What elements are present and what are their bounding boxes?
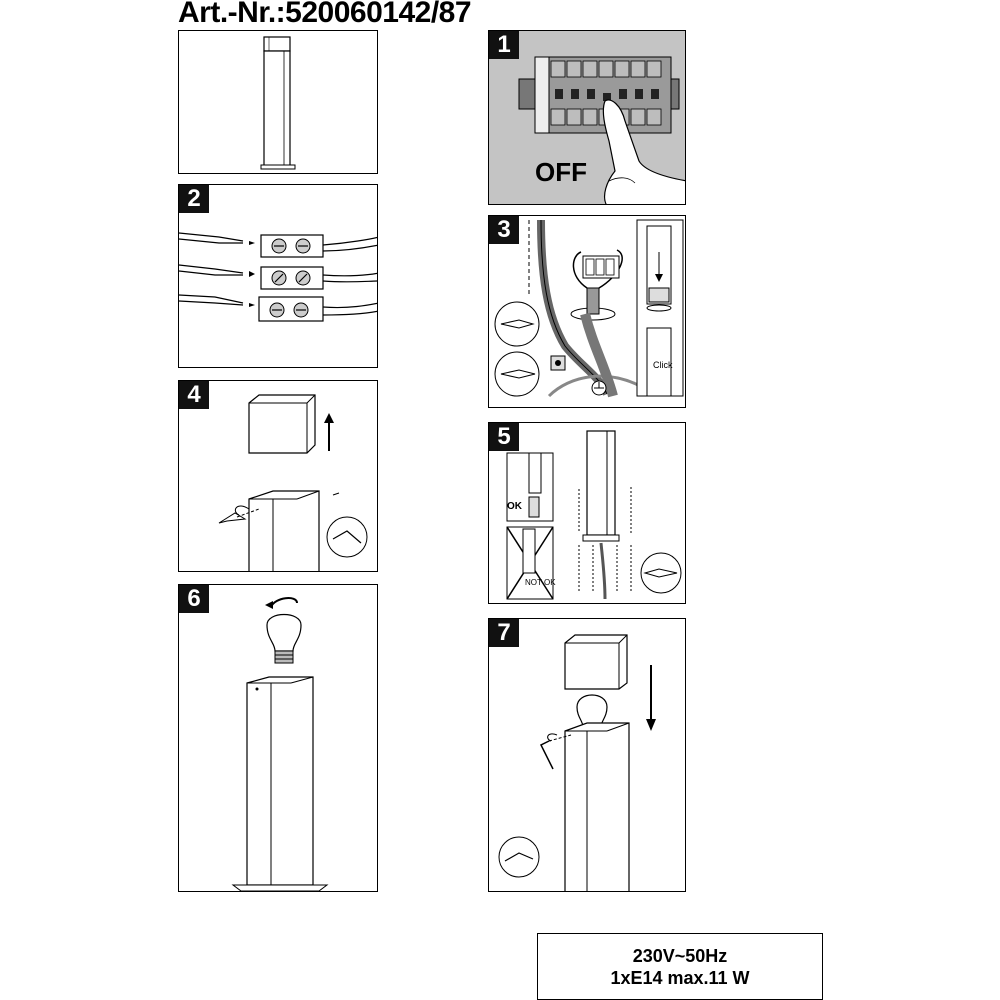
attach-lamp-head-illustration xyxy=(498,634,656,891)
cable-connection-illustration: Click xyxy=(494,219,684,398)
insert-bulb-illustration xyxy=(231,597,329,891)
remove-lamp-head-illustration xyxy=(218,394,368,571)
not-ok-label: NOT OK xyxy=(525,578,556,587)
article-number: Art.-Nr.:520060142/87 xyxy=(178,0,472,29)
step-4-number: 4 xyxy=(179,381,209,409)
step-7-number: 7 xyxy=(489,619,519,647)
breaker-switch-illustration: OFF xyxy=(518,56,685,204)
step-3-number: 3 xyxy=(489,216,519,244)
step-1-panel: 1 OFF xyxy=(488,30,686,205)
electrical-specs-box: 230V~50Hz 1xE14 max.11 W xyxy=(537,933,823,1000)
bulb-spec: 1xE14 max.11 W xyxy=(610,967,750,988)
step-2-panel: 2 xyxy=(178,184,378,368)
step-5-panel: 5 OK NOT OK xyxy=(488,422,686,604)
wiring-terminals-illustration xyxy=(179,232,377,322)
step-7-panel: 7 xyxy=(488,618,686,892)
step-3-panel: 3 Click xyxy=(488,215,686,408)
mounting-illustration: OK NOT OK xyxy=(506,430,682,600)
step-6-number: 6 xyxy=(179,585,209,613)
step-5-number: 5 xyxy=(489,423,519,451)
step-1-number: 1 xyxy=(489,31,519,59)
step-2-number: 2 xyxy=(179,185,209,213)
click-label: Click xyxy=(653,360,673,370)
voltage-spec: 230V~50Hz xyxy=(632,945,728,966)
ok-label: OK xyxy=(507,501,523,512)
step-4-panel: 4 xyxy=(178,380,378,572)
product-overview-panel xyxy=(178,30,378,174)
off-label: OFF xyxy=(535,157,587,187)
bollard-lamp-illustration xyxy=(260,36,296,170)
step-6-panel: 6 xyxy=(178,584,378,892)
